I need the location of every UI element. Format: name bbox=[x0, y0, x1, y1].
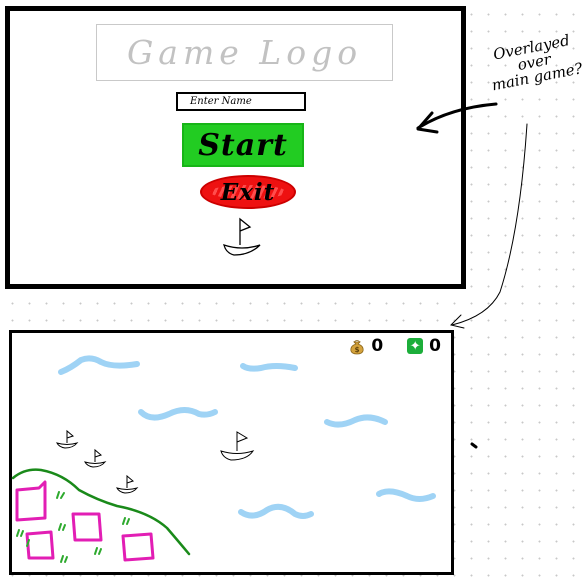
hud: $ 0 ✦ 0 bbox=[349, 337, 441, 355]
water-wave-6 bbox=[238, 503, 314, 519]
menu-overlay-frame: Game Logo Enter Name Start Exit bbox=[5, 6, 466, 289]
stray-ink-mark bbox=[470, 442, 478, 449]
start-button[interactable]: Start bbox=[182, 123, 304, 167]
gem-count: 0 bbox=[429, 336, 441, 356]
water-wave-4 bbox=[324, 414, 388, 428]
exit-button-label: Exit bbox=[220, 178, 276, 206]
game-logo-placeholder: Game Logo bbox=[96, 24, 393, 81]
green-hill-outline bbox=[11, 468, 191, 556]
boat-icon-large bbox=[220, 431, 255, 461]
house-1 bbox=[15, 480, 47, 522]
water-wave-1 bbox=[58, 355, 140, 375]
svg-text:$: $ bbox=[355, 346, 360, 354]
gem-icon: ✦ bbox=[407, 338, 424, 354]
grass-2 bbox=[58, 523, 66, 531]
coin-count: 0 bbox=[371, 336, 384, 356]
overlay-annotation: Overlayed over main game? bbox=[481, 31, 583, 94]
grass-7 bbox=[26, 539, 30, 547]
money-bag-icon: $ bbox=[349, 338, 365, 355]
house-4 bbox=[121, 532, 155, 562]
grass-4 bbox=[122, 517, 130, 525]
main-game-frame: $ 0 ✦ 0 bbox=[9, 330, 454, 575]
grass-5 bbox=[94, 547, 102, 555]
exit-button[interactable]: Exit bbox=[200, 175, 296, 209]
grass-3 bbox=[16, 529, 24, 537]
boat-icon-small-1 bbox=[56, 429, 79, 449]
boat-icon-small-2 bbox=[84, 448, 107, 468]
game-map-drawing bbox=[11, 355, 436, 563]
water-wave-3 bbox=[138, 407, 218, 421]
water-wave-5 bbox=[376, 488, 436, 502]
water-wave-2 bbox=[240, 363, 298, 372]
house-3 bbox=[25, 530, 55, 560]
boat-icon-small-3 bbox=[116, 474, 139, 494]
grass-1 bbox=[56, 491, 65, 499]
menu-boat-icon bbox=[223, 217, 261, 256]
start-button-label: Start bbox=[198, 127, 288, 163]
grass-6 bbox=[60, 555, 68, 563]
name-input[interactable]: Enter Name bbox=[176, 92, 306, 111]
house-2 bbox=[71, 512, 103, 542]
